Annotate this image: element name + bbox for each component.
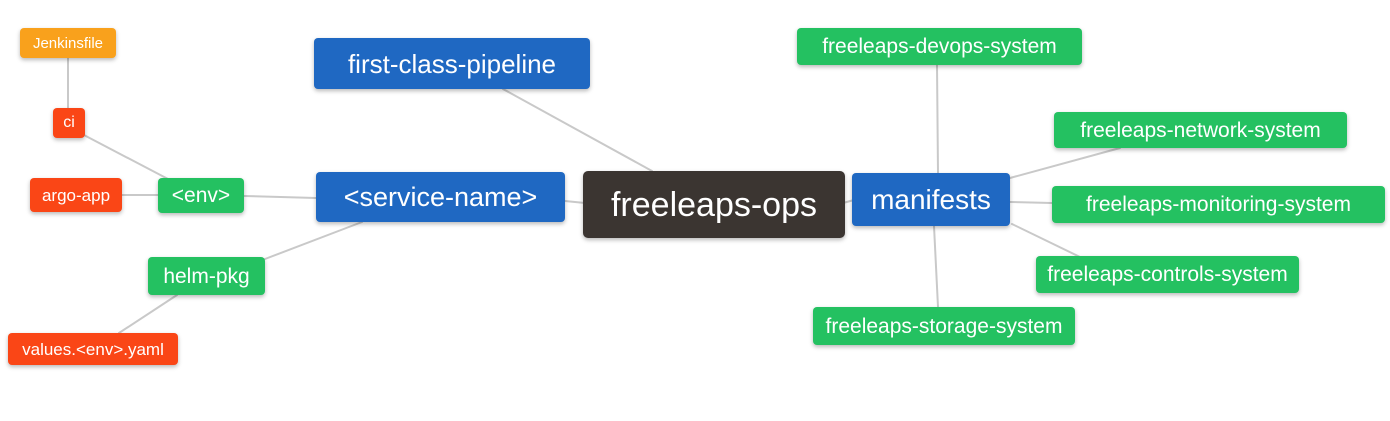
edge-env-service-name bbox=[243, 195, 317, 199]
node-jenkinsfile[interactable]: Jenkinsfile bbox=[20, 28, 116, 58]
edge-service-name-freeleaps-ops bbox=[564, 200, 586, 204]
edge-manifests-devops bbox=[936, 64, 939, 174]
node-ci[interactable]: ci bbox=[53, 108, 85, 138]
node-first-class-pipeline[interactable]: first-class-pipeline bbox=[314, 38, 590, 89]
edge-service-name-helm-pkg bbox=[264, 221, 363, 260]
edge-manifests-storage bbox=[933, 225, 939, 308]
node-freeleaps-storage-system[interactable]: freeleaps-storage-system bbox=[813, 307, 1075, 345]
node-helm-pkg[interactable]: helm-pkg bbox=[148, 257, 265, 295]
node-argo-app[interactable]: argo-app bbox=[30, 178, 122, 212]
edge-manifests-network bbox=[1009, 147, 1121, 179]
edge-ci-env bbox=[81, 133, 169, 180]
node-freeleaps-devops-system[interactable]: freeleaps-devops-system bbox=[797, 28, 1082, 65]
node-freeleaps-network-system[interactable]: freeleaps-network-system bbox=[1054, 112, 1347, 148]
node-values-env-yaml[interactable]: values.<env>.yaml bbox=[8, 333, 178, 365]
node-env[interactable]: <env> bbox=[158, 178, 244, 213]
node-manifests[interactable]: manifests bbox=[852, 173, 1010, 226]
edge-helm-pkg-values-yaml bbox=[118, 294, 178, 334]
edge-pipeline-freeleaps-ops bbox=[502, 88, 653, 172]
edge-manifests-controls bbox=[1011, 223, 1081, 258]
node-service-name[interactable]: <service-name> bbox=[316, 172, 565, 222]
edge-manifests-monitoring bbox=[1009, 201, 1053, 204]
node-freeleaps-controls-system[interactable]: freeleaps-controls-system bbox=[1036, 256, 1299, 293]
node-freeleaps-monitoring-system[interactable]: freeleaps-monitoring-system bbox=[1052, 186, 1385, 223]
node-freeleaps-ops-root[interactable]: freeleaps-ops bbox=[583, 171, 845, 238]
